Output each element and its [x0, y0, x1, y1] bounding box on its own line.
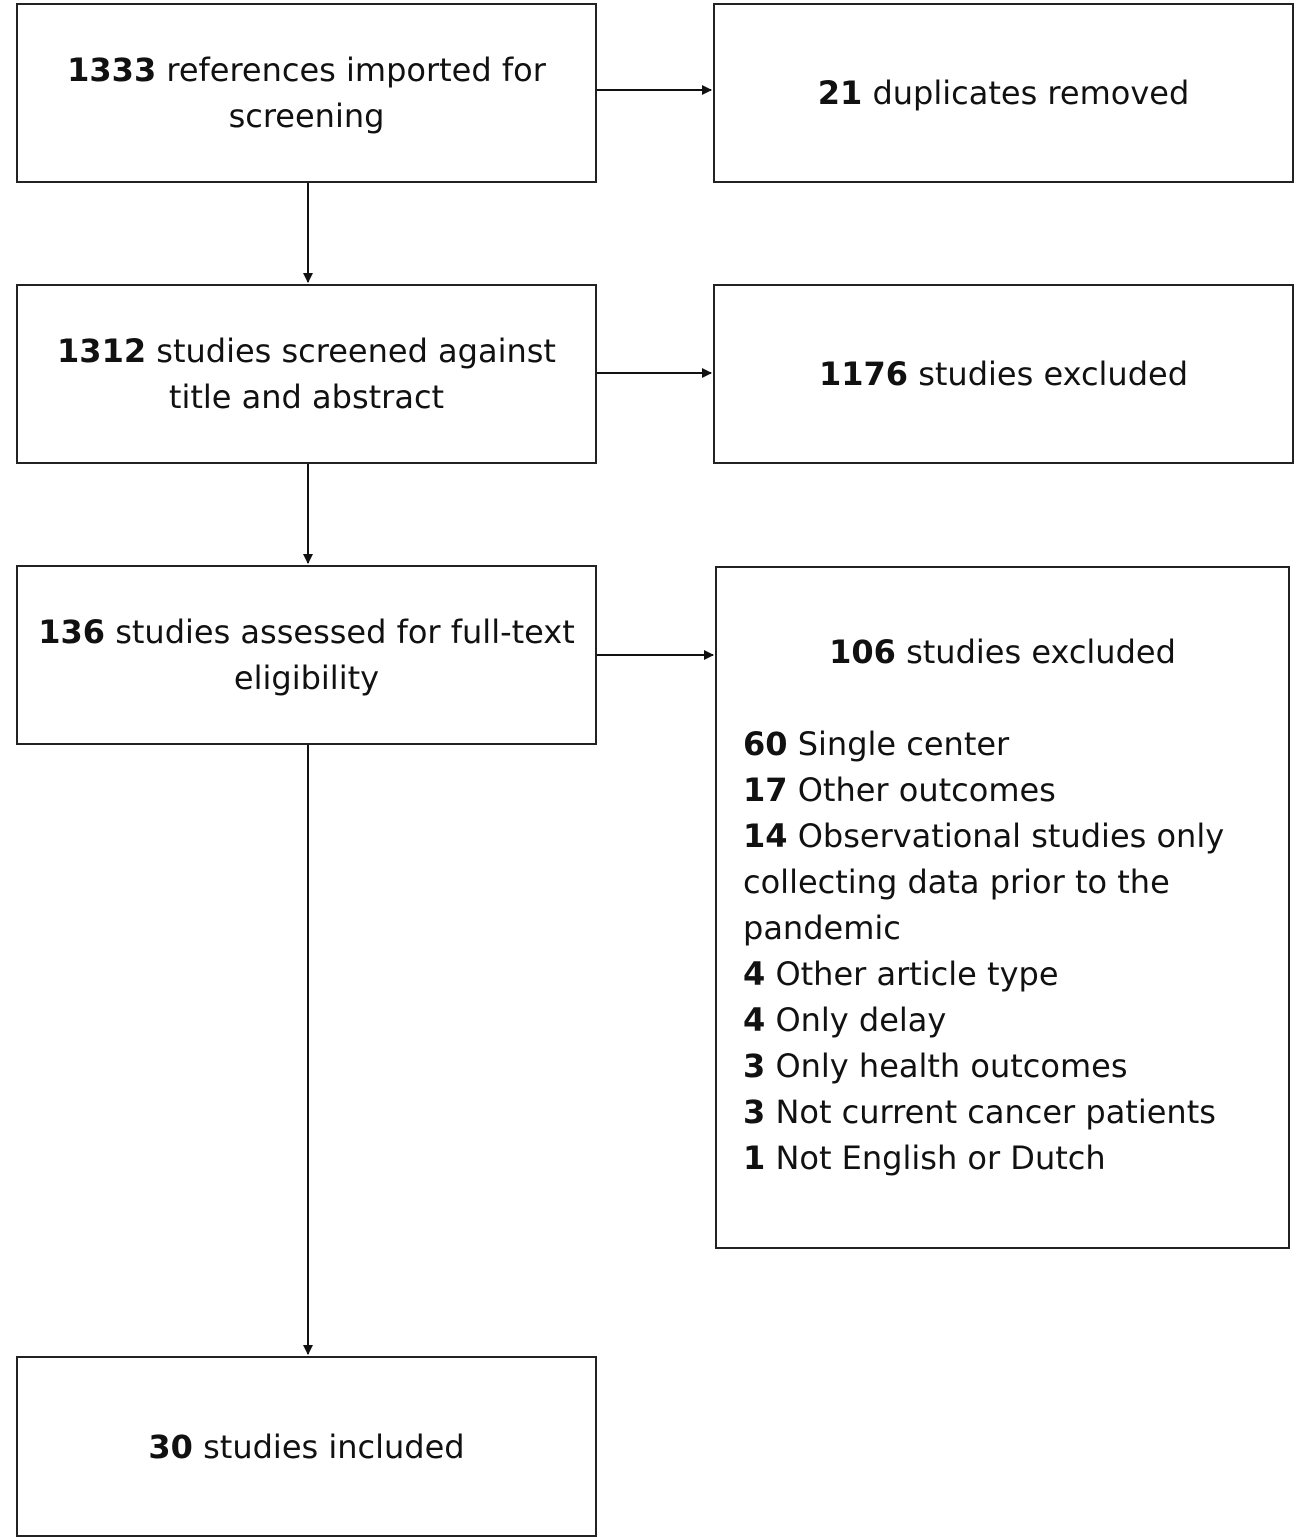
exclusion-reason: 1 Not English or Dutch: [743, 1135, 1270, 1181]
references-imported-text: references imported for screening: [166, 51, 546, 135]
full-text-excluded-text: studies excluded: [906, 633, 1176, 671]
full-text-eligibility-box: 136 studies assessed for full-text eligi…: [16, 565, 597, 745]
title-abstract-text: studies screened against title and abstr…: [156, 332, 556, 416]
reason-count: 14: [743, 817, 788, 855]
studies-included-text: studies included: [203, 1427, 465, 1466]
reason-count: 17: [743, 771, 788, 809]
reason-text: Not English or Dutch: [775, 1139, 1106, 1177]
duplicates-text: duplicates removed: [872, 74, 1190, 112]
reason-text: Only health outcomes: [775, 1047, 1128, 1085]
references-imported-box: 1333 references imported for screening: [16, 3, 597, 183]
reason-text: Single center: [797, 725, 1010, 763]
full-text-count: 136: [38, 613, 106, 651]
duplicates-count: 21: [817, 74, 863, 112]
exclusion-reason: 3 Not current cancer patients: [743, 1089, 1270, 1135]
full-text-excluded-heading: 106 studies excluded: [717, 629, 1288, 675]
duplicates-removed-box: 21 duplicates removed: [713, 3, 1294, 183]
reason-count: 4: [743, 1001, 766, 1039]
exclusion-reason: 17 Other outcomes: [743, 767, 1270, 813]
studies-included-count: 30: [148, 1427, 193, 1466]
exclusion-reason: 60 Single center: [743, 721, 1270, 767]
exclusion-reasons-list: 60 Single center 17 Other outcomes 14 Ob…: [743, 721, 1270, 1181]
reason-count: 3: [743, 1047, 766, 1085]
studies-included-box: 30 studies included: [16, 1356, 597, 1537]
reason-count: 60: [743, 725, 788, 763]
title-abstract-count: 1312: [57, 332, 147, 370]
reason-count: 3: [743, 1093, 766, 1131]
reason-text: Other outcomes: [797, 771, 1056, 809]
reason-text: Other article type: [775, 955, 1059, 993]
reason-text: Observational studies only collecting da…: [743, 817, 1225, 947]
exclusion-reason: 4 Other article type: [743, 951, 1270, 997]
title-abstract-excluded-box: 1176 studies excluded: [713, 284, 1294, 464]
title-abstract-excluded-count: 1176: [818, 355, 909, 393]
exclusion-reason: 3 Only health outcomes: [743, 1043, 1270, 1089]
full-text-excluded-count: 106: [829, 633, 896, 671]
references-imported-count: 1333: [67, 51, 157, 89]
full-text-text: studies assessed for full-text eligibili…: [115, 613, 575, 697]
reason-text: Only delay: [775, 1001, 947, 1039]
title-abstract-screening-box: 1312 studies screened against title and …: [16, 284, 597, 464]
full-text-excluded-box: 106 studies excluded 60 Single center 17…: [715, 566, 1290, 1249]
exclusion-reason: 4 Only delay: [743, 997, 1270, 1043]
reason-count: 1: [743, 1139, 766, 1177]
exclusion-reason: 14 Observational studies only collecting…: [743, 813, 1270, 951]
reason-count: 4: [743, 955, 766, 993]
reason-text: Not current cancer patients: [775, 1093, 1216, 1131]
title-abstract-excluded-text: studies excluded: [918, 355, 1189, 393]
